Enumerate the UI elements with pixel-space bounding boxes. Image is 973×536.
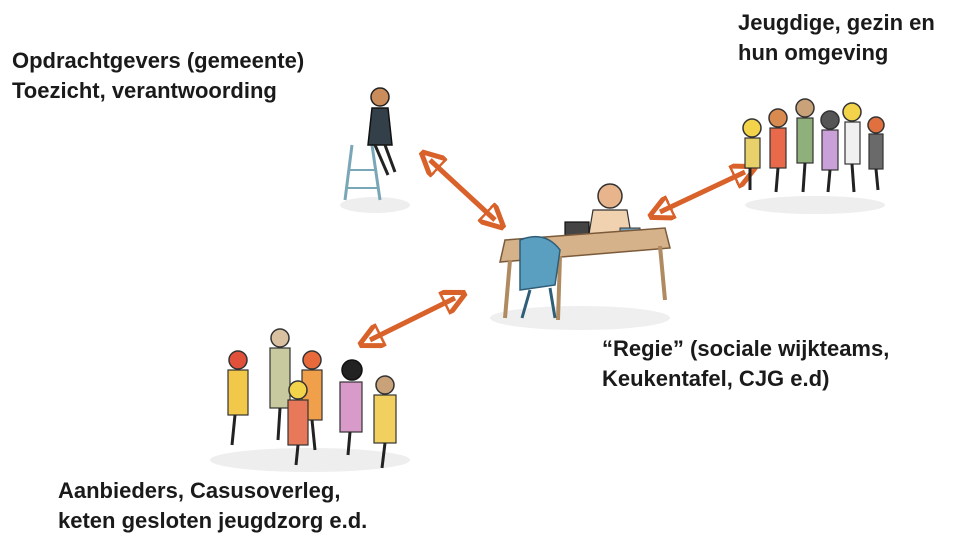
arrow-jeugdige-regie [660, 172, 745, 212]
family-group-illustration [742, 98, 885, 214]
label-regie-line1: “Regie” (sociale wijkteams, [602, 336, 890, 361]
providers-group-illustration [210, 328, 410, 472]
supervisor-on-chair-illustration [340, 87, 410, 213]
label-jeugdige-line2: hun omgeving [738, 40, 889, 65]
desk-worker-illustration [490, 183, 671, 330]
label-opdrachtgevers-line1: Opdrachtgevers (gemeente) [12, 48, 305, 73]
label-aanbieders-line1: Aanbieders, Casusoverleg, [58, 478, 341, 503]
arrow-opdrachtgevers-regie [430, 160, 495, 220]
label-jeugdige: Jeugdige, gezin en hun omgeving [738, 8, 935, 68]
label-opdrachtgevers: Opdrachtgevers (gemeente) Toezicht, vera… [12, 46, 304, 106]
label-regie: “Regie” (sociale wijkteams, Keukentafel,… [602, 334, 889, 394]
label-opdrachtgevers-line2: Toezicht, verantwoording [12, 78, 277, 103]
label-aanbieders: Aanbieders, Casusoverleg, keten gesloten… [58, 476, 367, 536]
arrow-aanbieders-regie [370, 298, 455, 340]
label-regie-line2: Keukentafel, CJG e.d) [602, 366, 830, 391]
label-jeugdige-line1: Jeugdige, gezin en [738, 10, 935, 35]
label-aanbieders-line2: keten gesloten jeugdzorg e.d. [58, 508, 368, 533]
